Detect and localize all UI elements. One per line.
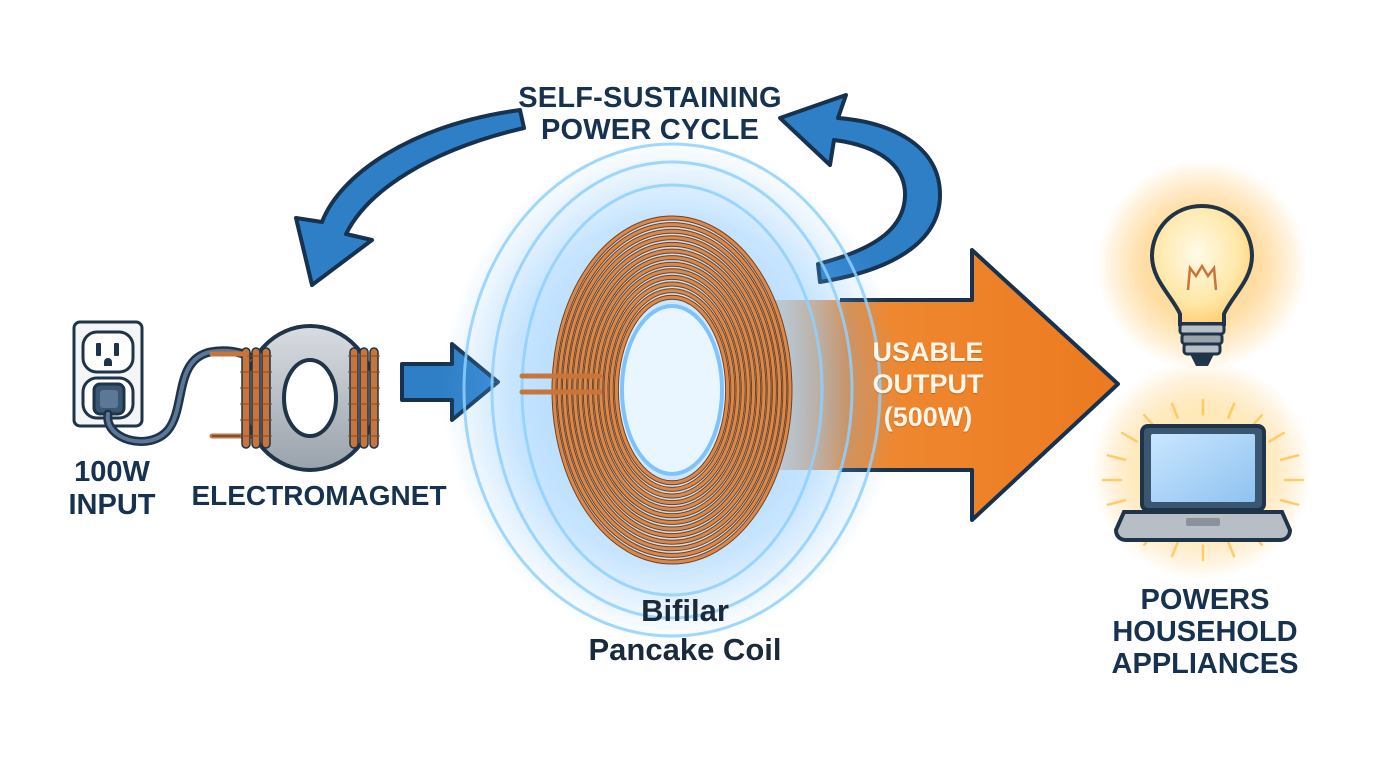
output-label-line-1: USABLE [872,337,984,367]
electromagnet-label: ELECTROMAGNET [191,480,447,511]
toroid-electromagnet-icon [209,324,380,472]
input-label: 100W INPUT [52,456,172,523]
coil-label-line-1: Bifilar [641,593,729,628]
toroid-windings [209,347,380,449]
appliances-label-line-2: HOUSEHOLD [1112,615,1298,648]
output-label-line-2: OUTPUT [872,369,984,400]
input-label-line-1: 100W [74,456,150,488]
coil-label-line-2: Pancake Coil [588,631,782,667]
light-bulb-icon [1097,160,1307,370]
cycle-label: SELF-SUSTAINING POWER CYCLE [470,82,830,147]
cycle-label-line-1: SELF-SUSTAINING [518,82,782,114]
output-label: USABLE OUTPUT (500W) [858,336,998,433]
appliances-label: POWERS HOUSEHOLD APPLIANCES [1090,584,1320,681]
magnetic-field-lines [462,142,882,638]
cycle-arrow-left [294,108,526,287]
appliances-label-line-1: POWERS [1140,584,1270,616]
laptop-icon [1092,360,1312,580]
coil-label: Bifilar Pancake Coil [560,592,810,670]
appliances-label-line-3: APPLIANCES [1111,647,1299,680]
input-label-line-2: INPUT [68,489,156,522]
plug-icon [92,382,126,416]
output-label-line-3: (500W) [883,401,973,432]
cycle-arrow-right [778,93,942,284]
pancake-coil-icon [442,140,902,640]
cycle-label-line-2: POWER CYCLE [540,114,760,147]
